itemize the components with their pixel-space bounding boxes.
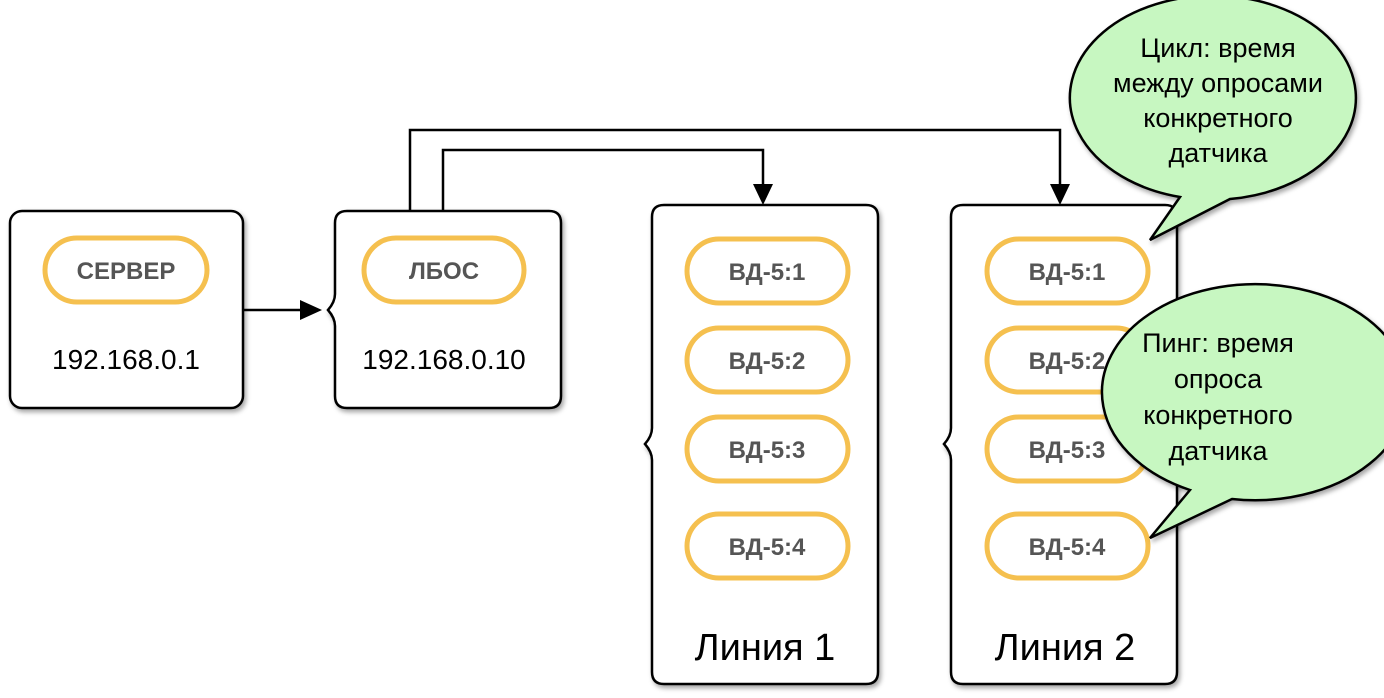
- line1-title: Линия 1: [695, 627, 836, 669]
- cycle-callout-text: Цикл: время между опросами конкретного д…: [1113, 33, 1323, 168]
- line1-content: ВД-5:1 ВД-5:2 ВД-5:3 ВД-5:4 Линия 1: [684, 236, 851, 669]
- arrowhead-lbos: [300, 300, 322, 320]
- server-content: СЕРВЕР 192.168.0.1: [42, 235, 210, 375]
- line1-sensor-3-label: ВД-5:3: [729, 437, 806, 464]
- line1-sensor-1-label: ВД-5:1: [729, 259, 806, 286]
- ping-callout-line-4: датчика: [1168, 436, 1268, 466]
- cycle-callout: [1068, 0, 1358, 242]
- cycle-callout-line-3: конкретного: [1143, 103, 1293, 133]
- lbos-content: ЛБОС 192.168.0.10: [361, 235, 527, 375]
- line2-content: ВД-5:1 ВД-5:2 ВД-5:3 ВД-5:4 Линия 2: [984, 236, 1151, 669]
- server-pill: [42, 235, 210, 305]
- line2-sensor-1-pill: [984, 236, 1151, 306]
- line1-sensor-3-pill: [684, 414, 851, 484]
- line2-sensor-3-label: ВД-5:3: [1029, 437, 1106, 464]
- ping-callout-line-2: опроса: [1174, 364, 1263, 394]
- cycle-callout-bubble: [1068, 0, 1358, 242]
- connector-lbos-line2: [408, 128, 1062, 211]
- arrowhead-line1: [753, 184, 773, 205]
- ping-callout-line-1: Пинг: время: [1142, 328, 1294, 358]
- lbos-to-lines-connectors: [408, 128, 1070, 211]
- line1-sensor-4-label: ВД-5:4: [729, 534, 806, 561]
- arrowhead-line2: [1050, 184, 1070, 205]
- line2-title: Линия 2: [995, 627, 1136, 669]
- cycle-callout-line-4: датчика: [1168, 138, 1268, 168]
- lbos-ip: 192.168.0.10: [362, 344, 526, 375]
- line1-sensor-1-pill: [684, 236, 851, 306]
- line1-sensor-4-pill: [684, 511, 851, 581]
- cycle-callout-line-1: Цикл: время: [1140, 33, 1296, 63]
- ping-callout-bubble: [1100, 282, 1384, 540]
- server-to-lbos-connector: [243, 300, 322, 320]
- line2-sensor-4-pill: [984, 511, 1151, 581]
- server-label: СЕРВЕР: [77, 258, 176, 285]
- line1-sensor-2-label: ВД-5:2: [729, 348, 806, 375]
- line2-sensor-2-label: ВД-5:2: [1029, 348, 1106, 375]
- line1-sensor-2-pill: [684, 325, 851, 395]
- connector-lbos-line1: [441, 148, 765, 211]
- ping-callout: [1100, 282, 1384, 540]
- line2-sensor-4-label: ВД-5:4: [1029, 534, 1106, 561]
- server-ip: 192.168.0.1: [52, 344, 200, 375]
- ping-callout-text: Пинг: время опроса конкретного датчика: [1142, 328, 1294, 466]
- lbos-pill: [361, 235, 527, 305]
- line2-sensor-1-label: ВД-5:1: [1029, 259, 1106, 286]
- cycle-callout-line-2: между опросами: [1113, 68, 1323, 98]
- ping-callout-line-3: конкретного: [1143, 400, 1293, 430]
- lbos-label: ЛБОС: [409, 258, 479, 285]
